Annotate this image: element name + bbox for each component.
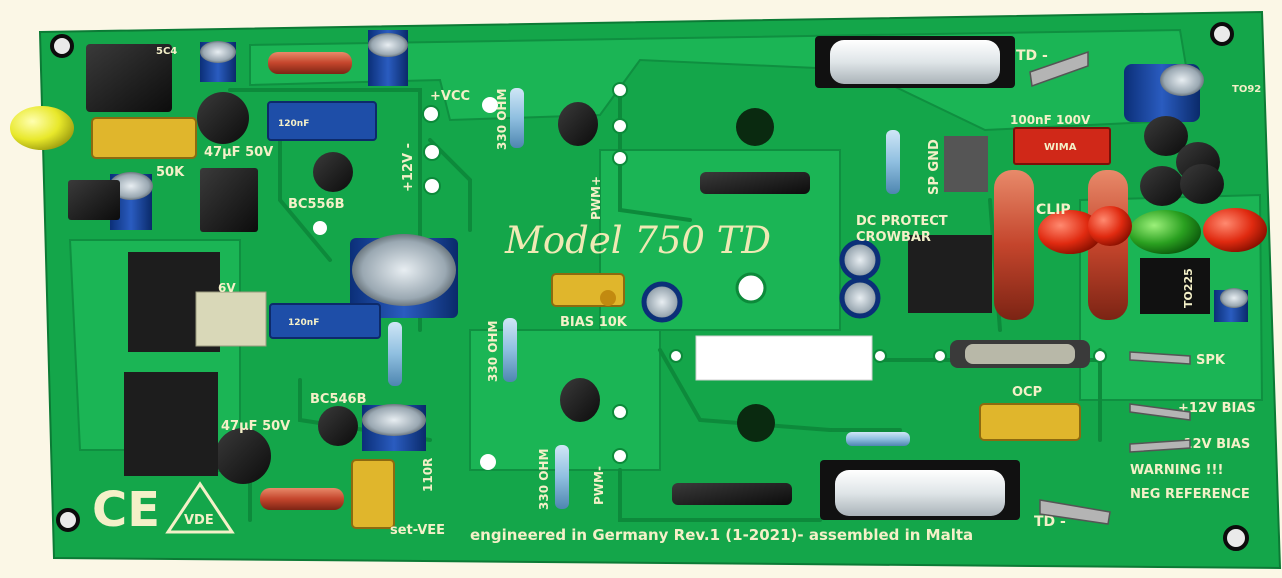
label-bias-plus: +12V BIAS [1178, 401, 1256, 416]
led-icon [10, 106, 1267, 254]
transistor-icon [313, 102, 1224, 446]
label-50k: 50K [156, 165, 185, 180]
label-ohm-bottom: 330 OHM [537, 449, 551, 510]
svg-text:VDE: VDE [184, 513, 214, 528]
footer-text: engineered in Germany Rev.1 (1-2021)- as… [470, 526, 973, 544]
label-plus12v: +12V - [401, 143, 416, 192]
label-6v: 6V [218, 281, 236, 295]
label-to225: TO225 [1182, 268, 1195, 308]
capacitor-icon [109, 30, 1248, 451]
label-wima: WIMA [1044, 142, 1077, 153]
label-cap-100n: 100nF 100V [1010, 113, 1091, 127]
label-110r: 110R [421, 458, 435, 492]
label-ocp: OCP [1012, 385, 1042, 400]
label-dc-protect: DC PROTECT [856, 214, 948, 229]
fuse-icon [815, 36, 1020, 520]
label-to92: TO92 [1232, 84, 1261, 95]
label-spk: SPK [1196, 353, 1226, 368]
terminal-lugs [1029, 50, 1191, 525]
heatsink-bar [695, 335, 873, 381]
label-cap-47u-bottom: 47µF 50V [221, 419, 290, 434]
label-vcc: +VCC [430, 89, 470, 104]
solder-pads [422, 82, 1107, 464]
label-pwm-plus: PWM+ [589, 176, 603, 220]
resistor-icon [260, 52, 1128, 510]
label-crowbar: CROWBAR [856, 230, 931, 245]
label-bias-10k: BIAS 10K [560, 315, 628, 330]
label-clip: CLIP [1036, 202, 1071, 218]
heatsink-pads [736, 108, 775, 442]
label-ohm-mid: 330 OHM [486, 321, 500, 382]
warning-line1: WARNING !!! [1130, 463, 1223, 478]
beige-part [195, 291, 267, 347]
film-caps [267, 101, 381, 339]
label-bc546b: BC546B [310, 392, 367, 407]
vde-mark-icon: VDE [165, 481, 235, 534]
label-td-top: TD - [1016, 48, 1048, 64]
label-ohm-top: 330 OHM [495, 89, 509, 150]
label-5c4: 5C4 [156, 46, 177, 57]
label-120n-top: 120nF [278, 119, 309, 129]
label-bias-minus: -12V BIAS [1178, 437, 1250, 452]
label-sp-gnd: SP GND [927, 139, 942, 195]
wima-cap [1013, 127, 1111, 165]
mounting-hole-icon [50, 22, 1249, 551]
ce-mark-icon: CE [92, 482, 160, 538]
label-bc556b: BC556B [288, 197, 345, 212]
label-120n-bottom: 120nF [288, 318, 319, 328]
model-title: Model 750 TD [504, 219, 771, 262]
label-cap-47u-top: 47µF 50V [204, 145, 273, 160]
label-set-vee: set-VEE [390, 523, 445, 538]
label-td-bottom: TD - [1034, 514, 1066, 530]
trimmer-knob [600, 290, 616, 306]
warning-line2: NEG REFERENCE [1130, 487, 1250, 502]
label-pwm-minus: PWM- [592, 466, 606, 505]
